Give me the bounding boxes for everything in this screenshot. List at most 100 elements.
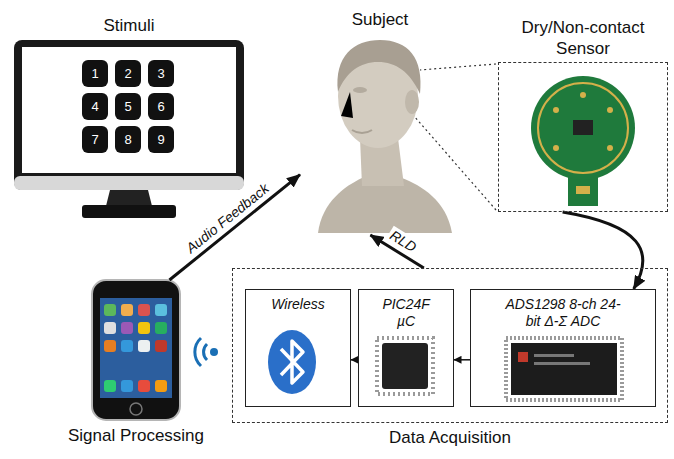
chip-marking xyxy=(534,362,590,365)
app-icon xyxy=(121,340,133,352)
node-label: Subject xyxy=(250,10,510,30)
node-label: Data Acquisition xyxy=(173,428,674,448)
connector-arrow xyxy=(169,175,300,280)
bust-mouth xyxy=(352,130,372,133)
wave-dot xyxy=(210,348,218,356)
bust-nose xyxy=(341,92,353,118)
monitor-bezel xyxy=(14,40,244,190)
phone-body xyxy=(92,280,180,420)
monitor-screen xyxy=(22,47,236,173)
app-icon xyxy=(121,304,133,316)
bluetooth-logo xyxy=(268,330,316,394)
phone-screen xyxy=(100,298,172,398)
pcb-pad xyxy=(580,92,586,98)
app-icon xyxy=(138,304,150,316)
keypad-key: 1 xyxy=(82,60,108,87)
app-icon xyxy=(138,322,150,334)
node-label: Wireless xyxy=(246,296,350,313)
app-icon xyxy=(104,340,116,352)
app-icon xyxy=(138,340,150,352)
app-icon xyxy=(104,322,116,334)
key-number: 1 xyxy=(91,66,98,82)
monitor-chin xyxy=(14,176,244,190)
bust-hair xyxy=(337,40,420,94)
chip-body xyxy=(382,343,428,389)
key-number: 6 xyxy=(157,99,164,115)
pcb-ring xyxy=(538,83,628,173)
pcb-pad xyxy=(553,145,559,151)
app-icon xyxy=(155,340,167,352)
app-icon xyxy=(155,304,167,316)
keypad-key: 9 xyxy=(148,126,174,153)
key-number: 8 xyxy=(124,132,131,148)
wireless-waves xyxy=(195,338,218,366)
sensor-inset: Dry/Non-contact Sensor xyxy=(498,62,668,212)
keypad-key: 8 xyxy=(115,126,141,153)
pcb-pad xyxy=(553,107,559,113)
app-icon xyxy=(121,322,133,334)
key-number: 9 xyxy=(157,132,164,148)
chip-pins xyxy=(506,338,622,400)
connector-arrow xyxy=(454,359,470,361)
connector-arrow xyxy=(563,212,643,289)
monitor-base xyxy=(82,205,176,218)
keypad-key: 2 xyxy=(115,60,141,87)
node-label: PIC24F µC xyxy=(382,296,429,330)
phone xyxy=(92,280,180,420)
wave-arc xyxy=(195,338,201,366)
pcb-disc xyxy=(531,76,635,180)
edge-label: RLD xyxy=(385,226,421,257)
key-number: 3 xyxy=(157,66,164,82)
edge-label: Audio Feedback xyxy=(181,178,273,257)
statue-bust: Subject xyxy=(300,34,460,235)
app-icon xyxy=(155,322,167,334)
key-number: 2 xyxy=(124,66,131,82)
bust-eye xyxy=(353,87,367,93)
module-box: Wireless xyxy=(245,289,351,407)
keypad-key: 7 xyxy=(82,126,108,153)
bust xyxy=(318,40,452,233)
home-button xyxy=(130,403,142,415)
key-number: 5 xyxy=(124,99,131,115)
keypad-key: 3 xyxy=(148,60,174,87)
leader-line xyxy=(420,64,496,70)
module-box: ADS1298 8-ch 24-bit Δ-Σ ADC xyxy=(470,289,656,407)
bluetooth-rune xyxy=(281,341,303,383)
bluetooth-oval xyxy=(268,330,316,394)
keypad-key: 6 xyxy=(148,93,174,120)
chip-pins xyxy=(377,338,433,394)
bust-ear xyxy=(405,90,419,114)
app-icon xyxy=(155,380,167,392)
monitor xyxy=(14,40,244,218)
chip-logo xyxy=(518,352,528,362)
adc-chip xyxy=(506,338,622,400)
pcb-pad xyxy=(607,107,613,113)
module-box: PIC24F µC xyxy=(358,289,454,407)
app-icon xyxy=(121,380,133,392)
app-icon xyxy=(138,380,150,392)
pcb-chip xyxy=(573,120,593,135)
monitor-neck xyxy=(106,190,152,206)
wave-arc xyxy=(204,344,207,360)
mcu-chip xyxy=(377,338,433,394)
node-label: Signal Processing xyxy=(32,426,240,446)
node-label: ADS1298 8-ch 24-bit Δ-Σ ADC xyxy=(502,296,624,330)
pcb-pad xyxy=(607,145,613,151)
keypad-key: 4 xyxy=(82,93,108,120)
key-number: 7 xyxy=(91,132,98,148)
pcb-pad xyxy=(576,186,590,194)
app-icon xyxy=(104,380,116,392)
bust-chest xyxy=(318,178,452,233)
app-icon xyxy=(104,304,116,316)
sensor-pcb xyxy=(531,76,635,206)
acquisition-group: Data AcquisitionWirelessPIC24F µCADS1298… xyxy=(232,268,668,423)
chip-body xyxy=(511,343,617,395)
chip-marking xyxy=(534,354,574,357)
key-number: 4 xyxy=(91,99,98,115)
node-label: Stimuli xyxy=(0,16,294,36)
node-label: Dry/Non-contact Sensor xyxy=(509,18,657,59)
monitor-frame: Stimuli123456789 xyxy=(14,40,244,190)
connector-arrow xyxy=(351,359,358,361)
leader-line xyxy=(414,116,496,210)
